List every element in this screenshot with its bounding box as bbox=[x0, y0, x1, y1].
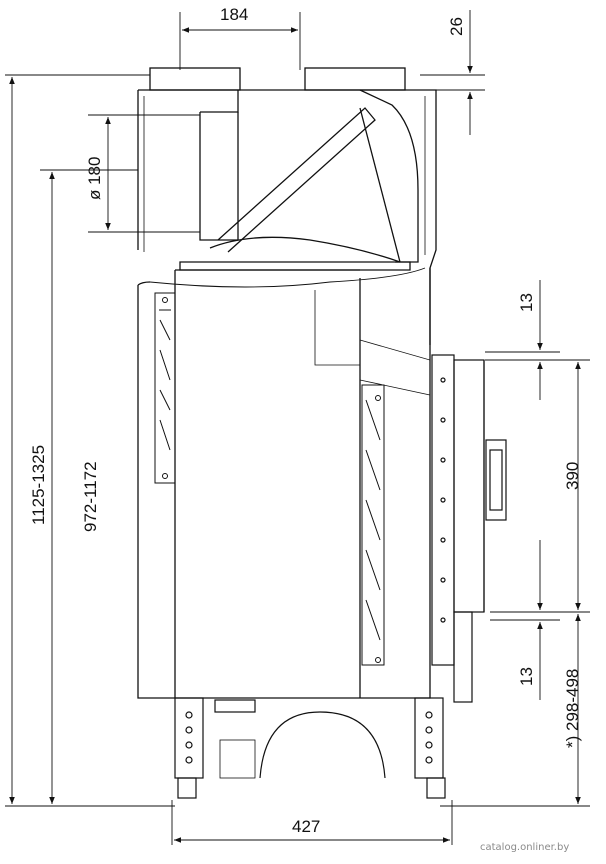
legs bbox=[174, 697, 446, 799]
left-vent-strip bbox=[154, 292, 176, 484]
right-vent-strip bbox=[361, 384, 385, 666]
dim-gap-bottom: 13 bbox=[517, 667, 536, 686]
fireplace-body bbox=[137, 67, 437, 699]
dim-gap-top: 13 bbox=[517, 293, 536, 312]
dim-door-offset: *) 298-498 bbox=[563, 669, 582, 748]
door-frame bbox=[431, 354, 507, 703]
dim-door-height: 390 bbox=[563, 462, 582, 490]
dim-flue-diameter: ø 180 bbox=[85, 157, 104, 200]
dim-total-height: 1125-1325 bbox=[29, 445, 48, 525]
watermark-text: catalog.onliner.by bbox=[480, 842, 569, 853]
dim-body-height: 972-1172 bbox=[81, 461, 100, 532]
dimension-lines bbox=[5, 10, 590, 845]
dim-top-gap: 26 bbox=[447, 17, 466, 36]
dim-base-width: 427 bbox=[292, 817, 320, 836]
dim-top-width: 184 bbox=[220, 5, 248, 24]
